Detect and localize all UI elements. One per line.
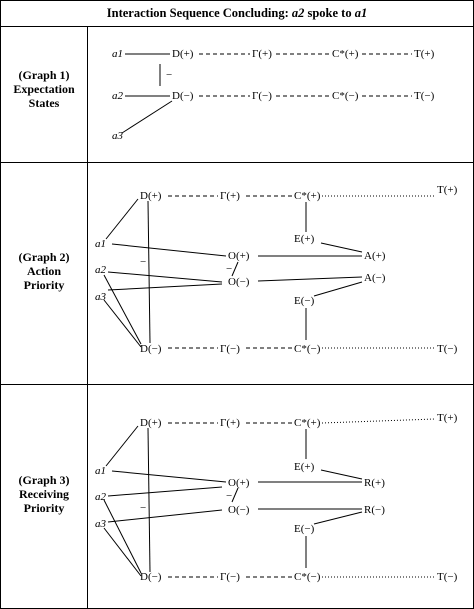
graph1-node-gamma-minus: Γ(−)	[252, 90, 272, 102]
graph3-node-e-plus: E(+)	[294, 461, 315, 473]
graph3-node-d-plus: D(+)	[140, 417, 162, 429]
graph1-node-t-minus: T(−)	[414, 90, 435, 102]
graph1-node-d-plus: D(+)	[172, 48, 194, 60]
graph1-node-d-minus: D(−)	[172, 90, 194, 102]
graph3-minus-label-center: −	[226, 490, 232, 502]
graph2-label-line2: Action	[27, 264, 61, 278]
graph2-nodes: D(+) Γ(+) C*(+) T(+) E(+) a1 O(+) A(+) −…	[95, 184, 458, 355]
graph2-node-x-minus: A(−)	[364, 272, 386, 284]
graph1-node-t-plus: T(+)	[414, 48, 435, 60]
graph3-minus-label-left: −	[140, 502, 146, 514]
graph3-node-a1: a1	[95, 465, 106, 477]
graph1-node-gamma-plus: Γ(+)	[252, 48, 272, 60]
graph3-node-o-plus: O(+)	[228, 477, 250, 489]
graph2-node-c-plus: C*(+)	[294, 190, 321, 202]
title-prefix: Interaction Sequence Concluding:	[106, 6, 292, 20]
graph2-node-t-minus: T(−)	[437, 343, 458, 355]
graph1-minus-label: −	[166, 69, 172, 81]
graph3-node-t-plus: T(+)	[437, 412, 458, 424]
graph2-node-e-plus: E(+)	[294, 233, 315, 245]
title-subject: a2	[291, 6, 305, 20]
graph3-label-line2: Receiving	[19, 487, 69, 501]
graph2-node-gamma-minus: Γ(−)	[220, 343, 240, 355]
graph2-node-gamma-plus: Γ(+)	[220, 190, 240, 202]
graph2-node-x-plus: A(+)	[364, 250, 386, 262]
graph3-node-a2: a2	[95, 491, 107, 503]
graph3-node-c-minus: C*(−)	[294, 571, 321, 583]
graph1-edges	[121, 53, 412, 134]
graph3-label-line3: Priority	[23, 501, 65, 515]
graph3-node-x-minus: R(−)	[364, 504, 385, 516]
graph2-node-a1: a1	[95, 238, 106, 250]
graph1-node-a1: a1	[112, 48, 123, 60]
graph2-node-t-plus: T(+)	[437, 184, 458, 196]
graph1-node-c-plus: C*(+)	[332, 48, 359, 60]
graph3-edges	[103, 418, 436, 578]
graph3-node-gamma-minus: Γ(−)	[220, 571, 240, 583]
graph3-label-line1: (Graph 3)	[18, 473, 70, 487]
graph3-node-c-plus: C*(+)	[294, 417, 321, 429]
graph2-node-c-minus: C*(−)	[294, 343, 321, 355]
graph3-node-d-minus: D(−)	[140, 571, 162, 583]
table-title: Interaction Sequence Concluding: a2 spok…	[0, 0, 474, 26]
graph1-label-line3: States	[28, 96, 60, 110]
graph1-node-c-minus: C*(−)	[332, 90, 359, 102]
graph3-node-a3: a3	[95, 518, 107, 530]
graph3-node-gamma-plus: Γ(+)	[220, 417, 240, 429]
graph2-minus-label-center: −	[226, 263, 232, 275]
graph2-label-line3: Priority	[23, 278, 65, 292]
graph2-label: (Graph 2) Action Priority	[0, 250, 88, 292]
graph2-node-a3: a3	[95, 291, 107, 303]
graph1-label-line2: Expectation	[13, 82, 75, 96]
title-middle: spoke to	[304, 6, 355, 20]
graph3-node-t-minus: T(−)	[437, 571, 458, 583]
graph1-nodes: a1 D(+) Γ(+) C*(+) T(+) − a2 D(−) Γ(−) C…	[112, 48, 435, 142]
graph3-node-x-plus: R(+)	[364, 477, 385, 489]
title-object: a1	[354, 6, 368, 20]
graph2-label-line1: (Graph 2)	[18, 250, 70, 264]
graph2-node-d-minus: D(−)	[140, 343, 162, 355]
graph2-edges	[103, 195, 435, 349]
graph2-minus-label-left: −	[140, 256, 146, 268]
graph1-label-line1: (Graph 1)	[18, 68, 70, 82]
graph2-node-e-minus: E(−)	[294, 295, 315, 307]
graph1-node-a3: a3	[112, 130, 124, 142]
graph2-node-a2: a2	[95, 264, 107, 276]
graph2-node-o-plus: O(+)	[228, 250, 250, 262]
graph3-node-e-minus: E(−)	[294, 523, 315, 535]
graph3-node-o-minus: O(−)	[228, 504, 250, 516]
graph3-nodes: D(+) Γ(+) C*(+) T(+) E(+) a1 O(+) R(+) −…	[95, 412, 458, 583]
graph1-label: (Graph 1) Expectation States	[0, 68, 88, 110]
graph2-node-d-plus: D(+)	[140, 190, 162, 202]
graph1-node-a2: a2	[112, 90, 124, 102]
graph3-label: (Graph 3) Receiving Priority	[0, 473, 88, 515]
graph2-node-o-minus: O(−)	[228, 276, 250, 288]
